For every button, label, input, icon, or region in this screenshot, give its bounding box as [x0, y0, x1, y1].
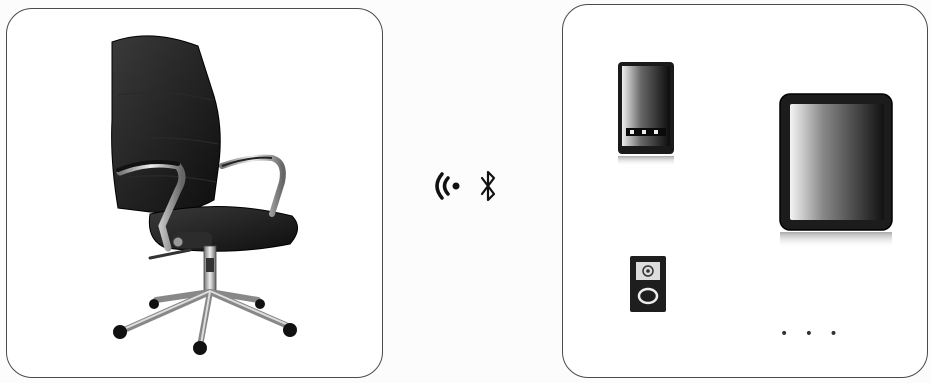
- phone-device: [618, 62, 674, 166]
- media-player-device: [630, 256, 666, 312]
- more-devices-ellipsis: • • •: [780, 326, 844, 342]
- tablet-device: [780, 94, 892, 248]
